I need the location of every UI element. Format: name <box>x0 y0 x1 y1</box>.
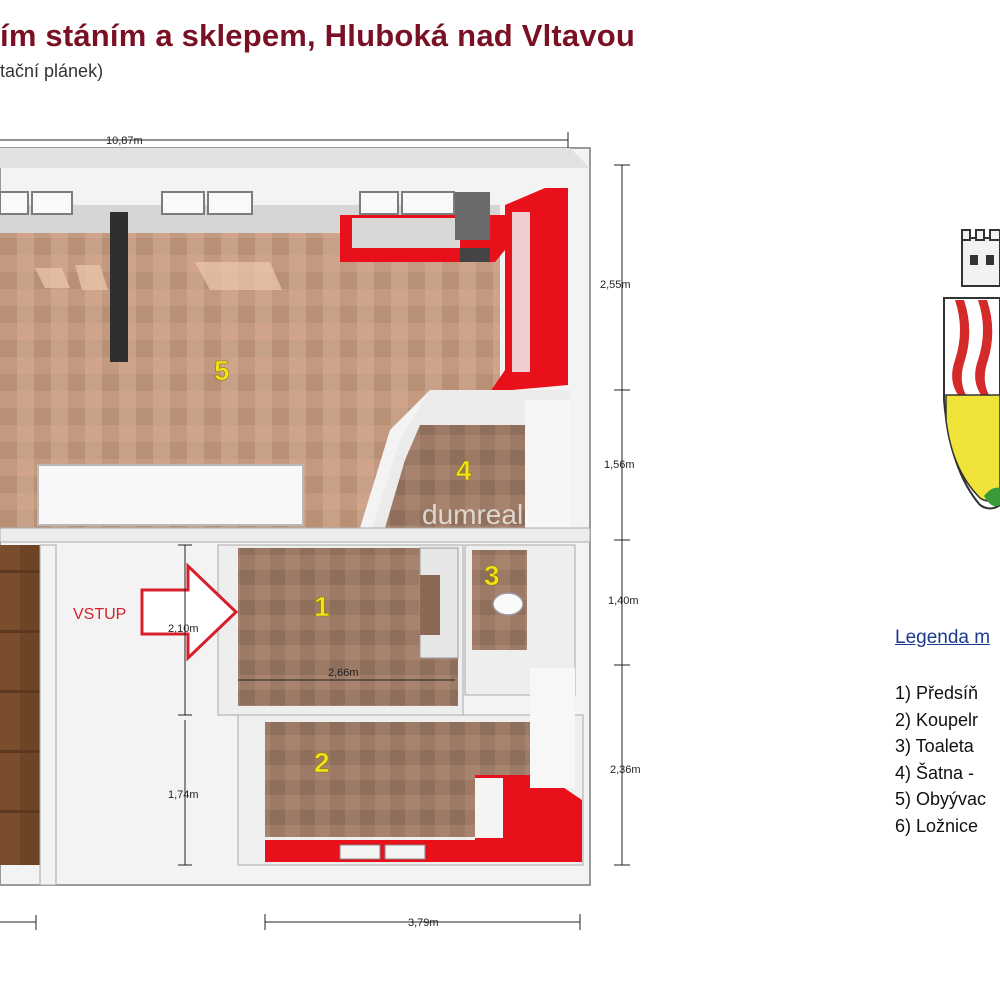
legend-item: 4) Šatna - <box>895 762 975 783</box>
dimension-right-1: 2,55m <box>600 279 631 291</box>
dimension-bathroom-height: 1,74m <box>168 789 199 801</box>
room-number-5: 5 <box>214 355 230 386</box>
dimension-lines <box>0 132 630 930</box>
legend-item: 3) Toaleta <box>895 736 974 756</box>
arrow-right-icon <box>140 562 239 662</box>
watermark: dumreali <box>422 499 529 530</box>
legend-item: 5) Obyývac <box>895 789 987 809</box>
legend-list: 1) Předsíň 2) Koupelr 3) Toaleta 4) Šatn… <box>895 680 986 839</box>
dimension-right-4: 2,36m <box>610 764 641 776</box>
toilet-bowl <box>492 592 524 616</box>
column <box>110 212 128 362</box>
room-number-4: 4 <box>456 455 472 486</box>
plan-subtitle: tační plánek) <box>0 61 104 81</box>
top-wall-edge <box>0 148 590 168</box>
dimension-top-width: 10,87m <box>106 135 143 147</box>
kitchen-island <box>37 464 304 526</box>
legend-title: Legenda m <box>895 627 991 648</box>
legend-item: 6) Ložnice <box>895 815 979 836</box>
bedroom-floor <box>0 545 40 865</box>
room-number-1: 1 <box>314 591 330 622</box>
coat-of-arms-icon <box>943 229 1000 510</box>
kitchen-hood <box>455 192 490 240</box>
plan-title: ím stáním a sklepem, Hluboká nad Vltavou <box>0 18 636 53</box>
dimension-hallway-width: 2,66m <box>328 667 359 679</box>
legend-item: 1) Předsíň <box>895 683 979 703</box>
hall-wall <box>0 527 591 543</box>
room-number-3: 3 <box>484 560 500 591</box>
closet-floor <box>385 425 525 528</box>
dimension-bottom-width: 3,79m <box>408 917 439 929</box>
entry-label: VSTUP <box>73 606 126 623</box>
light-patch <box>35 262 282 290</box>
dimension-right-2: 1,56m <box>604 459 635 471</box>
room-number-2: 2 <box>314 747 330 778</box>
legend-item: 2) Koupelr <box>895 709 979 730</box>
dimension-right-3: 1,40m <box>608 595 639 607</box>
dimension-entry-height: 2,10m <box>168 623 199 635</box>
window <box>0 191 455 215</box>
